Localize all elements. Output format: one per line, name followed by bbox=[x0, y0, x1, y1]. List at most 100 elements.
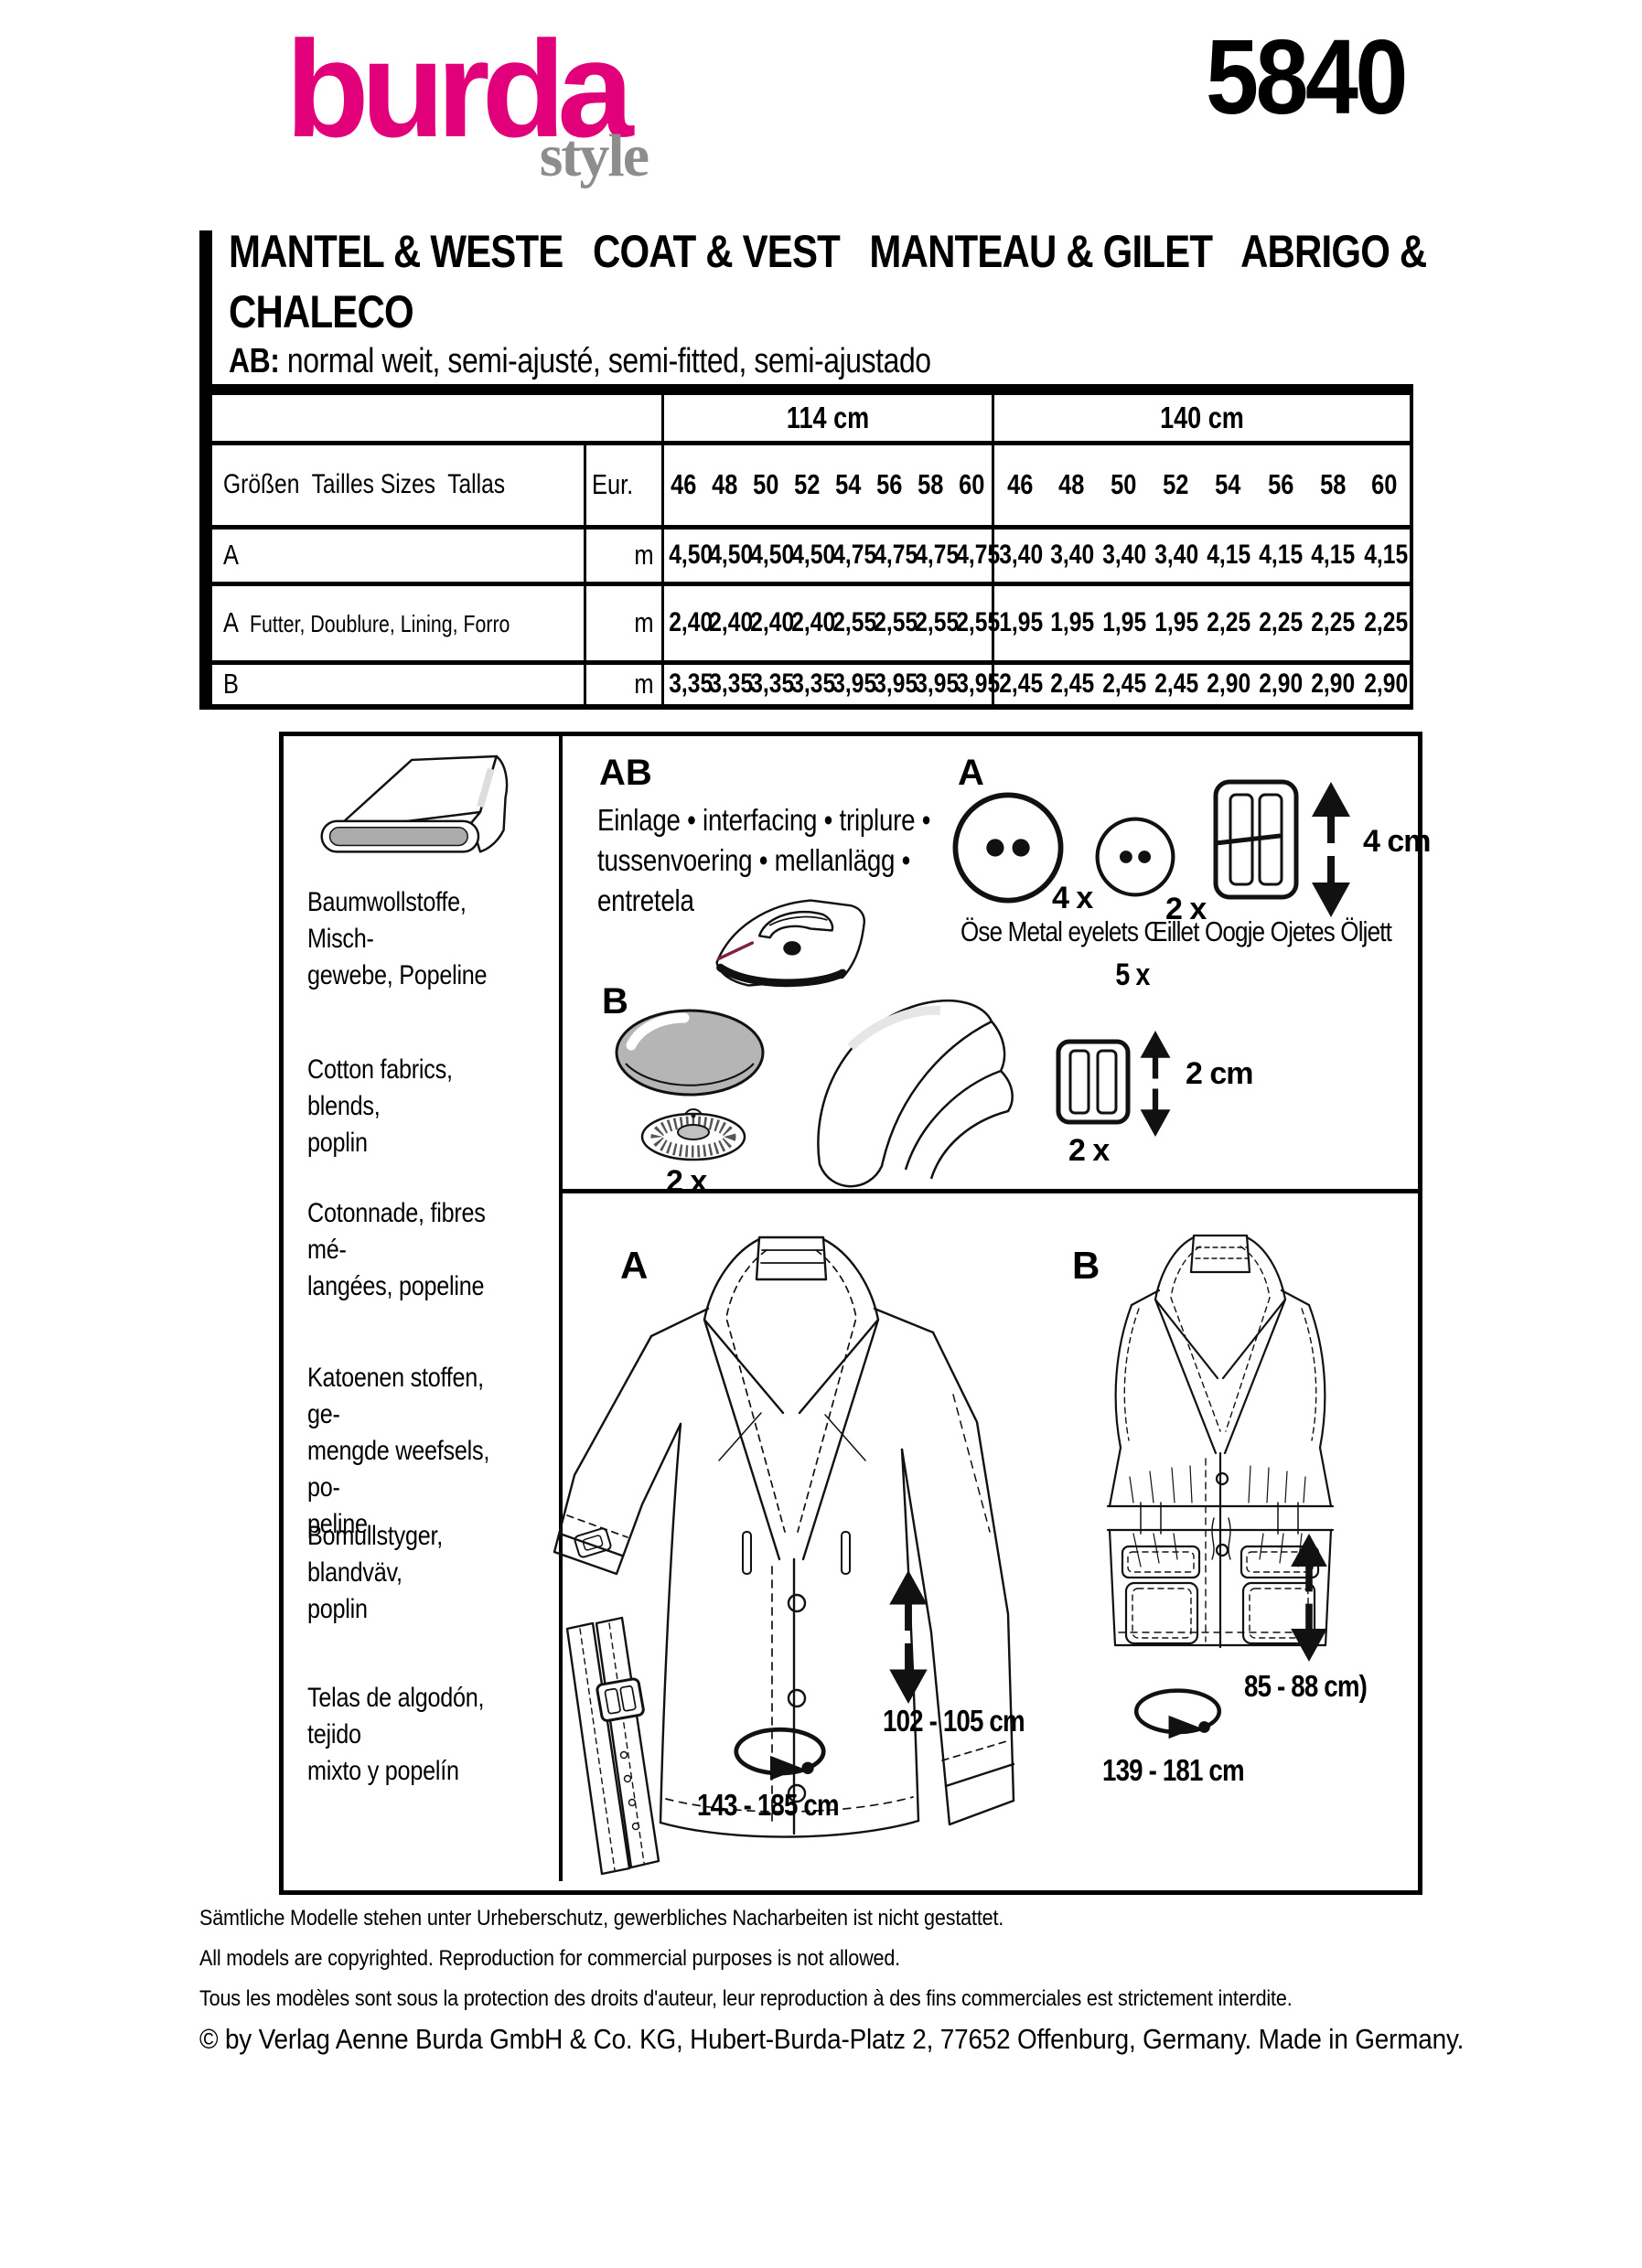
title-accent-bar bbox=[199, 230, 212, 386]
yardage-value: 3,95 bbox=[915, 669, 960, 700]
yardage-value: 3,35 bbox=[669, 669, 714, 700]
yardage-value: 1,95 bbox=[1049, 607, 1094, 637]
yardage-value: 3,95 bbox=[874, 669, 918, 700]
yardage-value: 4,15 bbox=[1259, 540, 1304, 570]
cover-button-qty: 2 x bbox=[666, 1164, 707, 1199]
coat-belt-loop-icon bbox=[734, 1727, 826, 1781]
fit-text: normal weit, semi-ajusté, semi-fitted, s… bbox=[279, 342, 931, 380]
yardage-table: 114 cm 140 cm Größen Tailles Sizes Talla… bbox=[199, 384, 1413, 710]
yardage-value: 4,75 bbox=[915, 540, 960, 570]
yardage-value: 4,75 bbox=[956, 540, 1001, 570]
yardage-value: 2,55 bbox=[832, 607, 877, 637]
garment-title-line2: CHALECO bbox=[229, 286, 414, 337]
eyelets-note: Öse Metal eyelets Œillet Oogje Ojetes Öl… bbox=[961, 915, 1392, 947]
yardage-value: 3,95 bbox=[832, 669, 877, 700]
unit-label: m bbox=[634, 539, 654, 571]
yardage-value: 3,40 bbox=[1049, 540, 1094, 570]
buckle-small-icon bbox=[1056, 1039, 1131, 1125]
size-header: 58 bbox=[918, 468, 944, 500]
vest-belt-loop-icon bbox=[1133, 1688, 1222, 1739]
unit-label: m bbox=[634, 606, 654, 638]
view-b-notions-label: B bbox=[602, 981, 628, 1022]
size-header: 54 bbox=[1215, 468, 1241, 500]
lining-sublabel: Futter, Doublure, Lining, Forro bbox=[250, 610, 510, 637]
size-header: 46 bbox=[1006, 468, 1033, 500]
yardage-value: 3,40 bbox=[999, 540, 1044, 570]
yardage-value: 4,50 bbox=[749, 540, 794, 570]
yardage-value: 2,25 bbox=[1259, 607, 1304, 637]
coat-length-arrow-icon bbox=[889, 1570, 928, 1704]
publisher-copyright: © by Verlag Aenne Burda GmbH & Co. KG, H… bbox=[199, 2023, 1465, 2055]
yardage-value: 4,50 bbox=[791, 540, 835, 570]
burda-logo: burda bbox=[285, 12, 634, 166]
fabric-note-sv: Bomullstyger, blandväv, poplin bbox=[307, 1521, 443, 1624]
vest-belt-measurement: 139 - 181 cm bbox=[1102, 1753, 1245, 1787]
yardage-value: 4,15 bbox=[1363, 540, 1408, 570]
fabric-note-en: Cotton fabrics, blends, poplin bbox=[307, 1054, 453, 1158]
yardage-value: 2,45 bbox=[1154, 669, 1199, 700]
sizes-label: Größen Tailles Sizes Tallas bbox=[223, 469, 506, 499]
size-header: 50 bbox=[753, 468, 779, 500]
yardage-value: 2,90 bbox=[1311, 669, 1356, 700]
table-row-view-b: B m 3,35 3,35 3,35 3,35 3,95 3,95 3,95 3… bbox=[206, 662, 1411, 707]
size-header: 46 bbox=[671, 468, 697, 500]
yardage-value: 2,90 bbox=[1207, 669, 1251, 700]
size-header: 60 bbox=[959, 468, 985, 500]
view-a-drawing-label: A bbox=[620, 1244, 649, 1287]
buckle-small-qty: 2 x bbox=[1068, 1133, 1110, 1168]
size-header: 50 bbox=[1111, 468, 1137, 500]
fit-description: AB: normal weit, semi-ajusté, semi-fitte… bbox=[229, 344, 931, 379]
yardage-value: 2,25 bbox=[1207, 607, 1251, 637]
yardage-value: 3,40 bbox=[1102, 540, 1146, 570]
button-small-icon bbox=[1095, 817, 1175, 897]
size-header: 52 bbox=[1163, 468, 1189, 500]
garment-title-line1: MANTEL & WESTE COAT & VEST MANTEAU & GIL… bbox=[229, 226, 1427, 277]
yardage-value: 2,40 bbox=[749, 607, 794, 637]
fabric-note-es: Telas de algodón, tejido mixto y popelín bbox=[307, 1683, 485, 1786]
yardage-value: 2,90 bbox=[1259, 669, 1304, 700]
interfacing-note: Einlage • interfacing • triplure • tusse… bbox=[597, 803, 931, 917]
vest-b-technical-drawing bbox=[1106, 1234, 1335, 1649]
yardage-value: 2,25 bbox=[1311, 607, 1356, 637]
fabric-width-140: 140 cm bbox=[1160, 400, 1244, 434]
unit-label: m bbox=[634, 668, 654, 701]
size-header: 58 bbox=[1319, 468, 1347, 500]
cover-button-top-icon bbox=[615, 1009, 765, 1097]
yardage-value: 4,15 bbox=[1207, 540, 1251, 570]
coat-a-technical-drawing bbox=[553, 1236, 1015, 1876]
length-arrow-icon bbox=[1312, 782, 1350, 917]
yardage-value: 3,35 bbox=[791, 669, 835, 700]
yardage-value: 2,45 bbox=[1049, 669, 1094, 700]
yardage-value: 4,75 bbox=[832, 540, 877, 570]
yardage-value: 4,50 bbox=[708, 540, 753, 570]
yardage-value: 2,25 bbox=[1363, 607, 1408, 637]
copyright-note-de: Sämtliche Modelle stehen unter Urhebersc… bbox=[199, 1906, 1004, 1931]
yardage-value: 2,40 bbox=[791, 607, 835, 637]
eur-label: Eur. bbox=[591, 468, 633, 500]
materials-and-views-panel: Baumwollstoffe, Misch- gewebe, Popeline … bbox=[279, 732, 1431, 1895]
coat-length-measurement: 102 - 105 cm bbox=[883, 1704, 1025, 1738]
yardage-value: 4,50 bbox=[669, 540, 714, 570]
button-large-qty: 4 x bbox=[1052, 881, 1093, 915]
length-arrow-icon bbox=[1140, 1031, 1171, 1137]
yardage-value: 2,45 bbox=[999, 669, 1044, 700]
fit-views-label: AB: bbox=[229, 342, 280, 380]
yardage-value: 3,35 bbox=[749, 669, 794, 700]
size-header: 56 bbox=[1267, 468, 1294, 500]
size-header: 48 bbox=[1058, 468, 1085, 500]
copyright-note-en: All models are copyrighted. Reproduction… bbox=[199, 1946, 900, 1971]
iron-icon bbox=[715, 899, 865, 988]
fabric-width-header-row: 114 cm 140 cm bbox=[206, 390, 1411, 445]
size-header: 48 bbox=[711, 468, 738, 500]
coat-belt-measurement: 143 - 185 cm bbox=[697, 1788, 840, 1822]
yardage-value: 2,40 bbox=[669, 607, 714, 637]
button-large-icon bbox=[952, 792, 1064, 904]
yardage-value: 1,95 bbox=[999, 607, 1044, 637]
fabric-note-nl: Katoenen stoffen, ge- mengde weefsels, p… bbox=[307, 1363, 490, 1539]
pattern-number: 5840 bbox=[1206, 17, 1408, 136]
buckle-small-size: 2 cm bbox=[1186, 1056, 1253, 1091]
yardage-value: 1,95 bbox=[1102, 607, 1146, 637]
yardage-value: 2,55 bbox=[956, 607, 1001, 637]
fabric-note-de: Baumwollstoffe, Misch- gewebe, Popeline bbox=[307, 887, 488, 990]
yardage-value: 2,90 bbox=[1363, 669, 1408, 700]
